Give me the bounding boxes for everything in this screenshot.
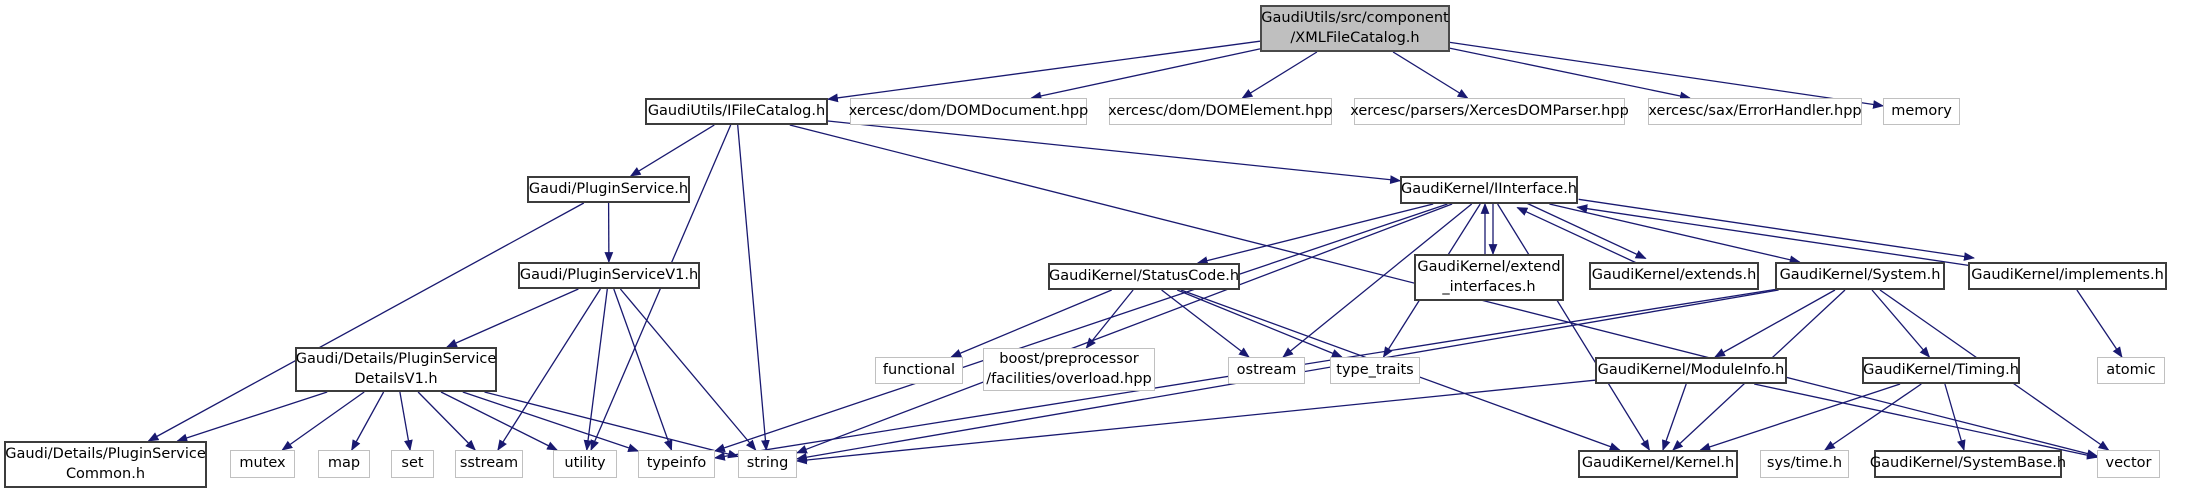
edge-pluginservicev1-string (619, 288, 757, 451)
edge-statuscode-typetraits (1176, 289, 1343, 358)
node-extends[interactable]: GaudiKernel/extends.h (1589, 262, 1759, 290)
edge-iinterface-string (795, 203, 1453, 454)
edge-timing-systime (1823, 383, 1922, 451)
edge-implements-atomic (2076, 289, 2123, 358)
edge-detailsv1-map (351, 391, 385, 451)
node-kernel[interactable]: GaudiKernel/Kernel.h (1578, 450, 1738, 478)
node-iinterface[interactable]: GaudiKernel/IInterface.h (1400, 176, 1578, 204)
edge-iinterface-typeinfo (713, 203, 1448, 453)
node-ostream[interactable]: ostream (1228, 357, 1305, 384)
node-extendinterfaces[interactable]: GaudiKernel/extend _interfaces.h (1414, 254, 1564, 301)
node-systime[interactable]: sys/time.h (1760, 450, 1849, 478)
node-common[interactable]: Gaudi/Details/PluginService Common.h (4, 441, 207, 488)
edge-iinterface-ostream (1282, 203, 1473, 358)
edge-timing-systembase (1944, 383, 1966, 452)
edge-iinterface-system (1549, 203, 1801, 265)
edge-ifilecatalog-string (737, 124, 770, 452)
node-functional[interactable]: functional (875, 357, 963, 384)
node-detailsv1[interactable]: Gaudi/Details/PluginService DetailsV1.h (295, 347, 497, 392)
edge-pluginservicev1-sstream (497, 288, 601, 451)
edge-system-moduleinfo (1714, 289, 1836, 358)
node-boostoverload[interactable]: boost/preprocessor /facilities/overload.… (983, 348, 1155, 391)
node-string[interactable]: string (738, 450, 797, 478)
edge-main-xercesdomparser (1392, 51, 1469, 99)
edge-timing-kernel (1699, 383, 1901, 452)
edge-moduleinfo-kernel (1662, 383, 1687, 452)
node-set[interactable]: set (391, 450, 434, 478)
node-implements[interactable]: GaudiKernel/implements.h (1968, 262, 2167, 290)
edge-iinterface-extends (1520, 199, 1647, 259)
edge-extends-iinterface (1516, 207, 1643, 267)
edge-ifilecatalog-iinterface (827, 120, 1402, 185)
node-systembase[interactable]: GaudiKernel/SystemBase.h (1870, 450, 2066, 478)
node-pluginservice[interactable]: Gaudi/PluginService.h (527, 176, 690, 203)
node-main[interactable]: GaudiUtils/src/component /XMLFileCatalog… (1260, 5, 1450, 52)
edge-detailsv1-sstream (417, 391, 476, 451)
edge-system-timing (1871, 289, 1931, 358)
node-domdocument[interactable]: xercesc/dom/DOMDocument.hpp (849, 98, 1088, 125)
node-typetraits[interactable]: type_traits (1330, 357, 1420, 384)
edge-pluginservicev1-detailsv1 (445, 288, 579, 348)
node-system[interactable]: GaudiKernel/System.h (1775, 262, 1945, 290)
edge-moduleinfo-vector (1754, 383, 2099, 460)
node-map[interactable]: map (318, 450, 370, 478)
node-mutex[interactable]: mutex (230, 450, 295, 478)
edge-detailsv1-utility (440, 391, 558, 451)
edge-detailsv1-mutex (281, 391, 365, 451)
node-vector[interactable]: vector (2097, 450, 2160, 478)
edge-iinterface-statuscode (1196, 203, 1434, 265)
edge-main-ifilecatalog (826, 40, 1261, 103)
node-utility[interactable]: utility (553, 450, 617, 478)
node-ifilecatalog[interactable]: GaudiUtils/IFileCatalog.h (645, 98, 828, 125)
node-errorhandler[interactable]: xercesc/sax/ErrorHandler.hpp (1648, 98, 1862, 125)
edge-pluginservice-common (147, 202, 585, 442)
node-moduleinfo[interactable]: GaudiKernel/ModuleInfo.h (1595, 357, 1787, 384)
node-atomic[interactable]: atomic (2097, 357, 2165, 384)
edge-statuscode-functional (950, 289, 1112, 358)
edge-statuscode-boostoverload (1085, 289, 1134, 349)
edge-main-memory (1449, 41, 1885, 109)
edge-detailsv1-string (484, 391, 740, 459)
edge-detailsv1-typeinfo (462, 391, 640, 453)
edge-pluginservicev1-utility (583, 288, 608, 452)
node-xercesdomparser[interactable]: xercesc/parsers/XercesDOMParser.hpp (1350, 98, 1629, 125)
node-pluginservicev1[interactable]: Gaudi/PluginServiceV1.h (518, 262, 700, 289)
edge-main-domelement (1241, 51, 1318, 99)
node-timing[interactable]: GaudiKernel/Timing.h (1862, 357, 2020, 384)
node-typeinfo[interactable]: typeinfo (638, 450, 715, 478)
edge-implements-iinterface (1576, 204, 1973, 267)
node-sstream[interactable]: sstream (455, 450, 523, 478)
edge-detailsv1-common (176, 391, 328, 443)
edge-moduleinfo-string (795, 379, 1596, 465)
node-memory[interactable]: memory (1883, 98, 1960, 125)
edge-iinterface-implements (1578, 198, 1975, 261)
edge-statuscode-ostream (1161, 289, 1250, 358)
edge-pluginservicev1-typeinfo (613, 288, 673, 452)
edge-main-errorhandler (1449, 47, 1691, 101)
edge-main-domdocument (1030, 48, 1261, 101)
node-domelement[interactable]: xercesc/dom/DOMElement.hpp (1108, 98, 1333, 125)
edge-detailsv1-set (399, 391, 413, 452)
edge-iinterface-kernel (1497, 203, 1650, 451)
edge-ifilecatalog-pluginservice (629, 124, 715, 177)
node-statuscode[interactable]: GaudiKernel/StatusCode.h (1048, 263, 1240, 290)
